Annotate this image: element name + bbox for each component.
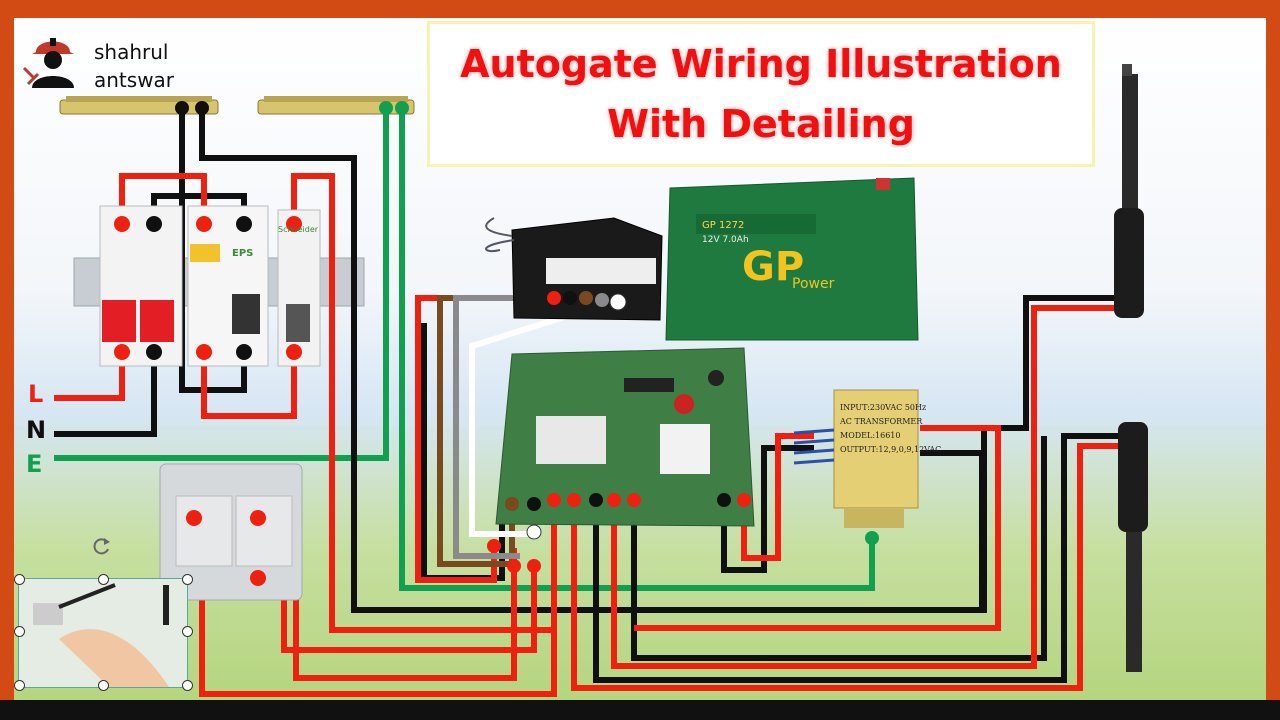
board-terminal-2 [505, 497, 519, 511]
board-terminal-8 [607, 493, 621, 507]
label-live: L [28, 380, 44, 408]
board-terminal-12 [507, 559, 521, 573]
thumbnail-overlay[interactable] [18, 578, 188, 688]
terminal-bus-e1 [379, 101, 393, 115]
battery-sub: Power [792, 276, 835, 292]
terminal-rccb-bot-n [236, 344, 252, 360]
terminal-switch-1 [186, 510, 202, 526]
terminal-bus-n2 [195, 101, 209, 115]
receiver-terminal-5 [609, 293, 627, 311]
label-neutral: N [26, 416, 47, 444]
transformer-line2: AC TRANSFORMER [839, 417, 923, 426]
terminal-bus-e2 [395, 101, 409, 115]
earth-wire-supply [54, 110, 389, 461]
control-board [495, 347, 755, 527]
live-to-motor1 [611, 305, 1114, 669]
hand-drawing-thumbnail [19, 579, 187, 687]
earth-busbar [257, 96, 415, 115]
resize-handle-tl[interactable] [14, 574, 25, 585]
battery-rating: 12V 7.0Ah [702, 235, 749, 245]
board-terminal-9 [627, 493, 641, 507]
terminal-mcb-top-n [146, 216, 162, 232]
live-transformer-out [634, 425, 1001, 631]
channel-logo: shahrul antswar [22, 28, 182, 98]
terminal-switch-2 [250, 510, 266, 526]
rotate-handle-icon[interactable] [92, 536, 112, 556]
terminal-switch-3 [250, 570, 266, 586]
terminal-bus-n1 [175, 101, 189, 115]
neutral-motor2 [593, 433, 1118, 683]
wall-switch [159, 463, 303, 601]
wiring-diagram: GP Power GP 1272 12V 7.0Ah INPUT:230VAC … [54, 64, 1148, 697]
resize-handle-bl[interactable] [14, 680, 25, 691]
terminal-mcb2-bot [286, 344, 302, 360]
transformer [793, 389, 919, 528]
board-terminal-6 [567, 493, 581, 507]
terminal-rccb-top-l [196, 216, 212, 232]
title-line2: With Detailing [607, 102, 915, 146]
live-to-motor2 [571, 443, 1118, 691]
rccb-brand: EPS [232, 248, 253, 259]
terminal-mcb-bot-n [146, 344, 162, 360]
bottom-letterbox [0, 700, 1280, 720]
live-transformer-a [741, 433, 814, 561]
board-terminal-1 [487, 539, 501, 553]
terminal-rccb-top-n [236, 216, 252, 232]
terminal-rccb-bot-l [196, 344, 212, 360]
resize-handle-tr[interactable] [182, 574, 193, 585]
transformer-earth-terminal [865, 531, 879, 545]
terminal-mcb-bot-l [114, 344, 130, 360]
resize-handle-br[interactable] [182, 680, 193, 691]
brand-name-line2: antswar [94, 68, 175, 92]
board-terminal-3 [527, 497, 541, 511]
transformer-line3: MODEL:16610 [840, 431, 900, 440]
battery-model: GP 1272 [702, 220, 744, 231]
motor-1 [1114, 64, 1144, 318]
board-terminal-7 [589, 493, 603, 507]
rccb [187, 205, 269, 367]
remote-receiver [485, 217, 663, 321]
label-earth: E [26, 450, 43, 478]
resize-handle-top[interactable] [98, 574, 109, 585]
mcb-brand: Schneider [278, 225, 319, 234]
receiver-terminal-3 [579, 291, 593, 305]
motor-2 [1118, 422, 1148, 672]
battery-brand: GP [742, 244, 804, 290]
receiver-terminal-2 [563, 291, 577, 305]
main-switch [99, 205, 183, 367]
receiver-terminal-1 [547, 291, 561, 305]
resize-handle-left[interactable] [14, 626, 25, 637]
diagram-canvas: GP Power GP 1272 12V 7.0Ah INPUT:230VAC … [14, 18, 1266, 700]
board-terminal-4 [526, 524, 542, 540]
neutral-transformer-out-a [920, 450, 985, 610]
neutral-busbar [59, 96, 219, 115]
title-line1: Autogate Wiring Illustration [460, 42, 1062, 86]
title-box: Autogate Wiring Illustration With Detail… [430, 24, 1092, 164]
battery [665, 177, 919, 341]
neutral-wire-supply [54, 350, 157, 437]
transformer-line1: INPUT:230VAC 50Hz [840, 403, 926, 412]
board-terminal-13 [527, 559, 541, 573]
live-mcb-to-rccb [119, 173, 207, 220]
resize-handle-bottom[interactable] [98, 680, 109, 691]
neutral-motor2b [631, 436, 1047, 661]
worker-icon [22, 38, 74, 88]
receiver-terminal-4 [595, 293, 609, 307]
brand-name-line1: shahrul [94, 40, 169, 64]
board-terminal-5 [547, 493, 561, 507]
mcb [277, 209, 321, 367]
resize-handle-right[interactable] [182, 626, 193, 637]
transformer-line4: OUTPUT:12,9,0,9,12VAC [840, 445, 941, 454]
terminal-mcb-top-l [114, 216, 130, 232]
board-terminal-10 [717, 493, 731, 507]
live-rccb-to-mcb [201, 350, 297, 419]
board-terminal-11 [737, 493, 751, 507]
white-wire [469, 297, 619, 537]
terminal-mcb2-top [286, 216, 302, 232]
